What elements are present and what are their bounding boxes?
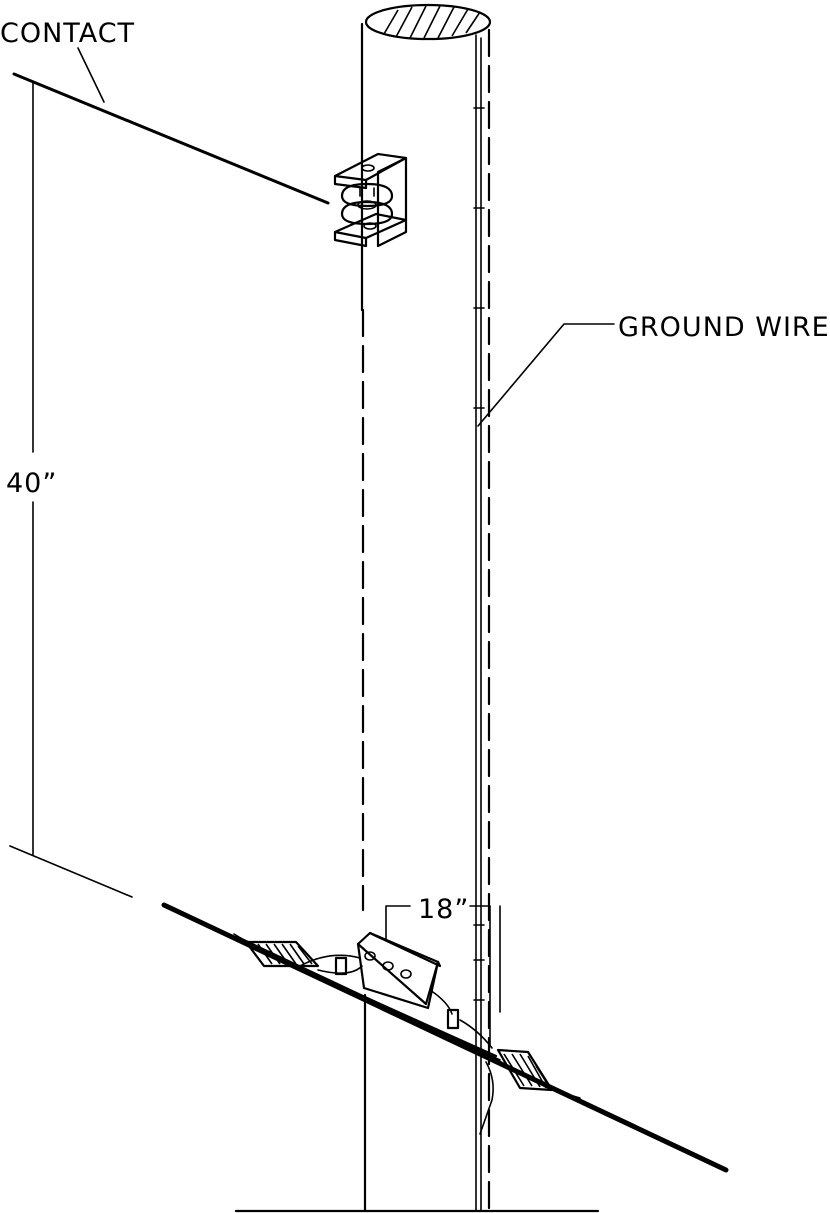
lower-assembly [161,902,729,1173]
ground-wire-staples [473,107,485,1001]
right-sleeve [496,1048,554,1092]
bottom-cable [161,902,729,1173]
height-dimension: 40” [6,81,133,898]
splice-leads [299,954,493,1049]
contact-label: CONTACT [0,18,135,49]
spacing-dimension-label: 18” [418,894,469,925]
height-dimension-label: 40” [6,468,57,499]
connector-box [356,931,442,1010]
ground-wire-callout: GROUND WIRE [477,312,830,427]
ground-wire-bond [479,1061,494,1135]
insulator-bracket [333,152,408,248]
pole [234,3,600,1213]
ground-wire-label: GROUND WIRE [618,312,830,343]
spacing-dimension: 18” [385,894,501,1047]
insulator [340,182,394,226]
contact-wire [12,72,330,205]
pole-top-section [364,3,492,41]
contact-callout: CONTACT [0,18,135,103]
